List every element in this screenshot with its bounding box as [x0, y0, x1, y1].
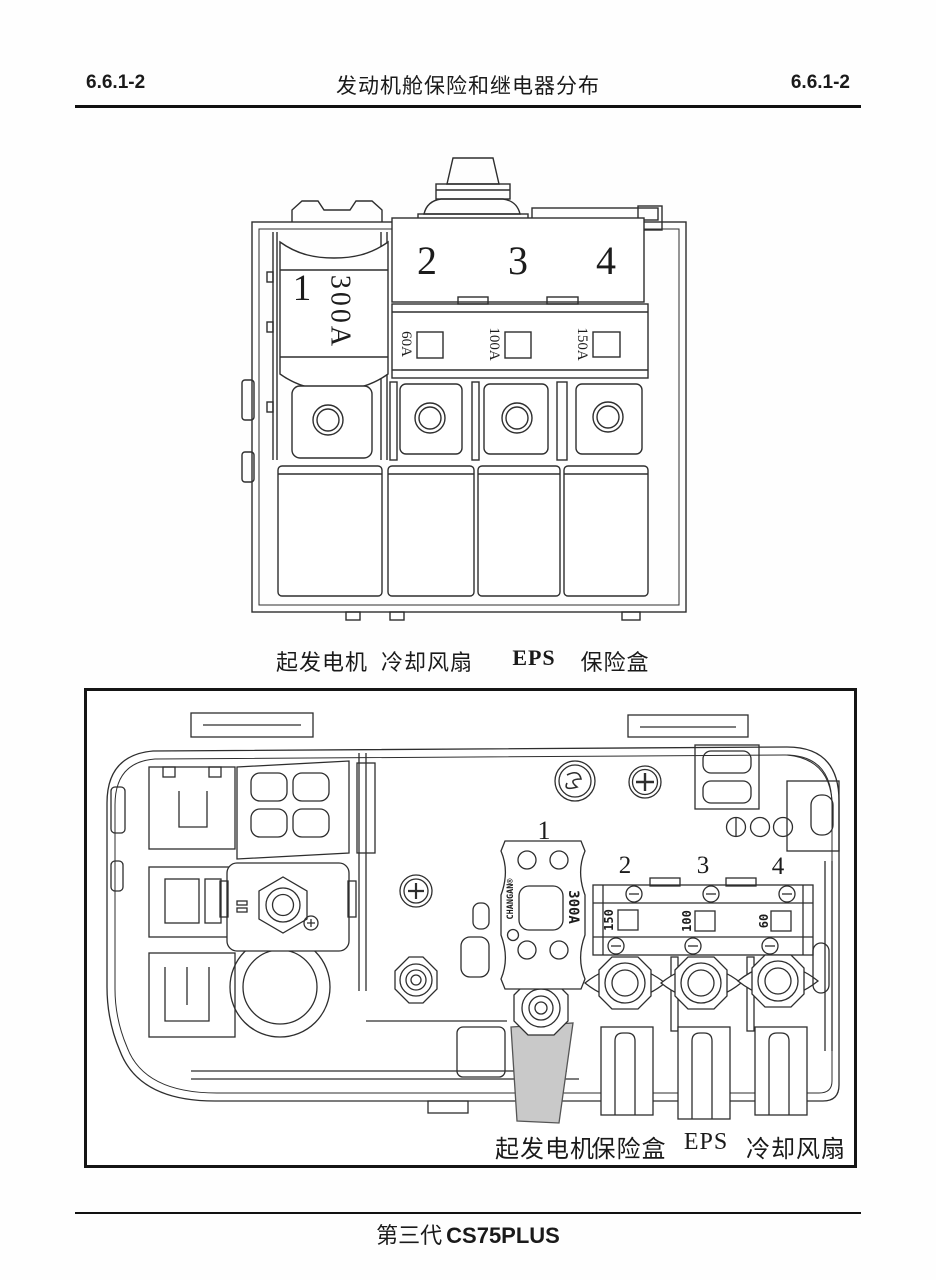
schematic-label-starter-generator: 起发电机 [275, 650, 368, 675]
fusebox-schematic-drawing: 1 300A 2 3 4 60A 100A 150A [241, 157, 687, 621]
indicator-hole [749, 816, 771, 838]
photo-slot2-rating: 150 [602, 909, 616, 931]
schematic-slot3-number: 3 [508, 238, 528, 283]
clamp-hex-nut [258, 876, 308, 934]
fuse-element [694, 910, 716, 932]
case-top-tab [291, 200, 383, 222]
relay-window [250, 808, 288, 838]
photo-slot3-rating: 100 [680, 910, 694, 932]
header-section-code-left: 6.6.1-2 [86, 72, 146, 93]
fuse-element [504, 331, 532, 359]
relay-window [250, 772, 288, 802]
main-fuse-block [500, 840, 586, 990]
schematic-label-cooling-fan: 冷却风扇 [380, 650, 473, 675]
photo-slot4-rating: 60 [757, 914, 771, 928]
phillips-screw [399, 874, 433, 908]
fusebox-photo-drawing: 1 300A CHANGAN® 2 3 4 150 100 60 [106, 712, 840, 1124]
connector-tongue [600, 1026, 654, 1116]
terminal-post [598, 956, 652, 1010]
slot-number-panel [391, 217, 645, 303]
connector-tongue [677, 1026, 731, 1120]
stamped-screw [554, 760, 596, 802]
battery-clamp-ring [229, 936, 331, 1038]
relay-window [292, 808, 330, 838]
footer-model-line: 第三代 CS75PLUS [0, 1218, 936, 1250]
photo-label-cooling-fan: 冷却风扇 [746, 1137, 846, 1163]
fuse-element [770, 910, 792, 932]
photo-slot3-number: 3 [697, 852, 710, 879]
photo-slot1-number: 1 [538, 816, 551, 845]
footer-rule [75, 1212, 861, 1214]
photo-label-fuse-box: 保险盒 [591, 1137, 667, 1163]
footer-series-text: 第三代 [376, 1223, 443, 1248]
fuse-element [592, 331, 621, 358]
schematic-slot1-rating: 300A [325, 275, 356, 349]
schematic-slot2-rating: 60A [398, 331, 414, 357]
main-fuse-strap [510, 1022, 574, 1124]
schematic-slot4-number: 4 [596, 238, 616, 283]
schematic-slot2-number: 2 [417, 238, 437, 283]
hex-washer-nut [394, 956, 438, 1004]
case-side-tab [241, 451, 255, 483]
header-section-code-right: 6.6.1-2 [790, 72, 850, 93]
stud-cap [446, 157, 500, 185]
photo-view-frame: 1 300A CHANGAN® 2 3 4 150 100 60 起发电机 保险… [84, 688, 857, 1168]
phillips-screw [628, 765, 662, 799]
fuse-element [416, 331, 444, 359]
footer-model-text: CS75PLUS [446, 1223, 560, 1248]
indicator-hole [772, 816, 794, 838]
indicator-hole [725, 816, 747, 838]
connector-tongue [754, 1026, 808, 1116]
schematic-slot4-rating: 150A [574, 327, 590, 361]
case-side-tab [241, 379, 255, 421]
schematic-label-fuse-box: 保险盒 [580, 650, 650, 675]
fuse-strip [391, 303, 649, 379]
terminal-post [751, 954, 805, 1008]
schematic-label-eps: EPS [512, 645, 556, 670]
photo-slot4-number: 4 [772, 853, 785, 880]
schematic-slot1-number: 1 [293, 268, 312, 309]
fuse-element [617, 909, 639, 931]
terminal-post [674, 956, 728, 1010]
battery-clamp-body [226, 862, 350, 952]
relay-window [292, 772, 330, 802]
brand-mark: CHANGAN® [506, 878, 516, 920]
schematic-slot3-rating: 100A [486, 327, 502, 361]
photo-slot2-number: 2 [619, 852, 632, 879]
header-rule [75, 105, 861, 108]
photo-slot1-rating: 300A [565, 890, 581, 924]
photo-label-starter-generator: 起发电机 [495, 1137, 595, 1163]
page-title: 发动机舱保险和继电器分布 [336, 74, 600, 98]
photo-label-eps: EPS [683, 1129, 729, 1155]
